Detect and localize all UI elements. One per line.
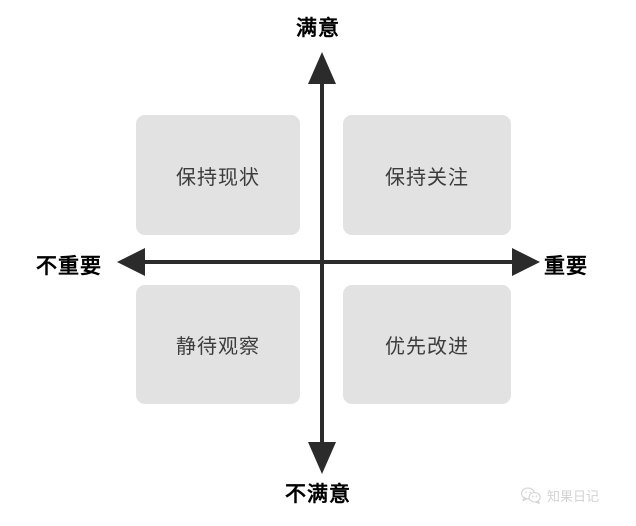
quadrant-box-maintain-status-quo: 保持现状	[136, 115, 300, 235]
vertical-axis-line	[320, 62, 324, 450]
arrow-down-icon	[308, 442, 336, 474]
arrow-left-icon	[117, 248, 145, 276]
quadrant-label-bottom-right: 优先改进	[385, 336, 469, 358]
horizontal-axis-line	[124, 260, 522, 264]
watermark: 知果日记	[521, 486, 599, 505]
axis-label-not-important: 不重要	[36, 255, 102, 278]
quadrant-box-prioritize-improvement: 优先改进	[343, 285, 511, 404]
axis-label-not-satisfied: 不满意	[285, 483, 351, 506]
quadrant-label-bottom-left: 静待观察	[176, 336, 260, 358]
quadrant-box-wait-and-observe: 静待观察	[136, 285, 300, 404]
wechat-icon	[521, 487, 541, 504]
quadrant-label-top-left: 保持现状	[176, 166, 260, 189]
axis-label-satisfied: 满意	[296, 17, 340, 40]
arrow-up-icon	[308, 52, 336, 84]
arrow-right-icon	[512, 248, 540, 276]
axis-label-important: 重要	[544, 255, 588, 278]
quadrant-label-top-right: 保持关注	[385, 166, 469, 189]
watermark-text: 知果日记	[547, 489, 600, 504]
quadrant-box-keep-attention: 保持关注	[343, 115, 511, 235]
